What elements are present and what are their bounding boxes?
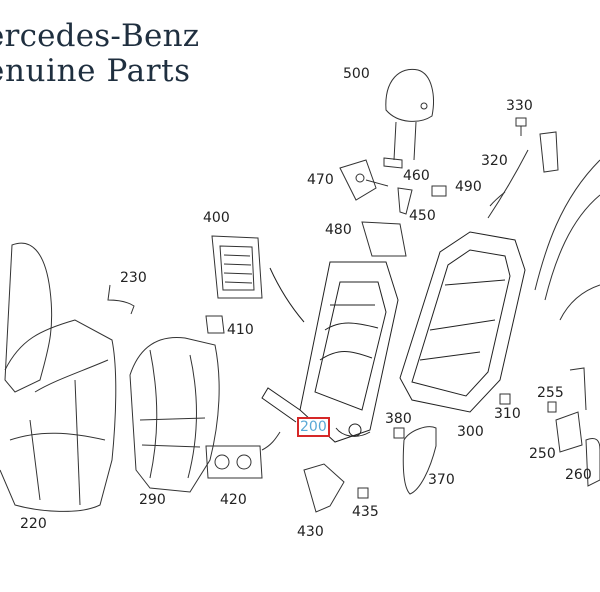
- part-label-250[interactable]: 250: [529, 446, 556, 462]
- bolt-310-illustration: [499, 393, 511, 405]
- part-label-380[interactable]: 380: [385, 411, 412, 427]
- part-label-500[interactable]: 500: [343, 66, 370, 82]
- side-cover-370-illustration: [402, 426, 437, 495]
- clip-490-illustration: [431, 185, 447, 197]
- part-label-400[interactable]: 400: [203, 210, 230, 226]
- part-label-430[interactable]: 430: [297, 524, 324, 540]
- part-label-330[interactable]: 330: [506, 98, 533, 114]
- panel-400-illustration: [211, 235, 263, 299]
- tray-480-illustration: [361, 221, 407, 257]
- part-label-260[interactable]: 260: [565, 467, 592, 483]
- part-label-230[interactable]: 230: [120, 270, 147, 286]
- module-420-illustration: [205, 431, 281, 479]
- bolt-435-illustration: [357, 487, 369, 499]
- brand-subtitle: enuine Parts: [0, 53, 191, 89]
- part-label-300[interactable]: 300: [457, 424, 484, 440]
- part-label-480[interactable]: 480: [325, 222, 352, 238]
- part-label-420[interactable]: 420: [220, 492, 247, 508]
- rear-panel-illustration: [534, 159, 600, 321]
- bracket-430-illustration: [303, 463, 345, 513]
- part-label-450[interactable]: 450: [409, 208, 436, 224]
- part-label-200-highlighted[interactable]: 200: [297, 417, 330, 437]
- part-label-460[interactable]: 460: [403, 168, 430, 184]
- part-label-490[interactable]: 490: [455, 179, 482, 195]
- cable-320-illustration: [487, 149, 529, 219]
- backrest-cover-illustration: [129, 336, 220, 493]
- part-label-435[interactable]: 435: [352, 504, 379, 520]
- part-label-310[interactable]: 310: [494, 406, 521, 422]
- headrest-500-illustration: [385, 68, 434, 161]
- trim-260-illustration: [585, 437, 600, 487]
- brand-title: ercedes-Benz: [0, 18, 200, 54]
- bolt-255-illustration: [547, 401, 557, 413]
- screw-330-illustration: [515, 117, 527, 136]
- part-label-220[interactable]: 220: [20, 516, 47, 532]
- backrest-frame-illustration: [261, 261, 399, 443]
- pad-410-illustration: [205, 315, 225, 334]
- side-frame-300-illustration: [399, 231, 526, 413]
- bracket-460-illustration: [383, 157, 403, 169]
- part-label-320[interactable]: 320: [481, 153, 508, 169]
- part-label-290[interactable]: 290: [139, 492, 166, 508]
- seat-cushion-cover-illustration: [0, 242, 117, 512]
- clip-380-illustration: [393, 427, 405, 439]
- part-label-370[interactable]: 370: [428, 472, 455, 488]
- part-label-410[interactable]: 410: [227, 322, 254, 338]
- pin-450-illustration: [397, 187, 413, 215]
- bracket-330-illustration: [539, 131, 559, 173]
- part-label-470[interactable]: 470: [307, 172, 334, 188]
- part-label-255[interactable]: 255: [537, 385, 564, 401]
- wire-230-illustration: [107, 284, 135, 315]
- trim-250-illustration: [555, 411, 583, 453]
- latch-470-illustration: [339, 159, 389, 201]
